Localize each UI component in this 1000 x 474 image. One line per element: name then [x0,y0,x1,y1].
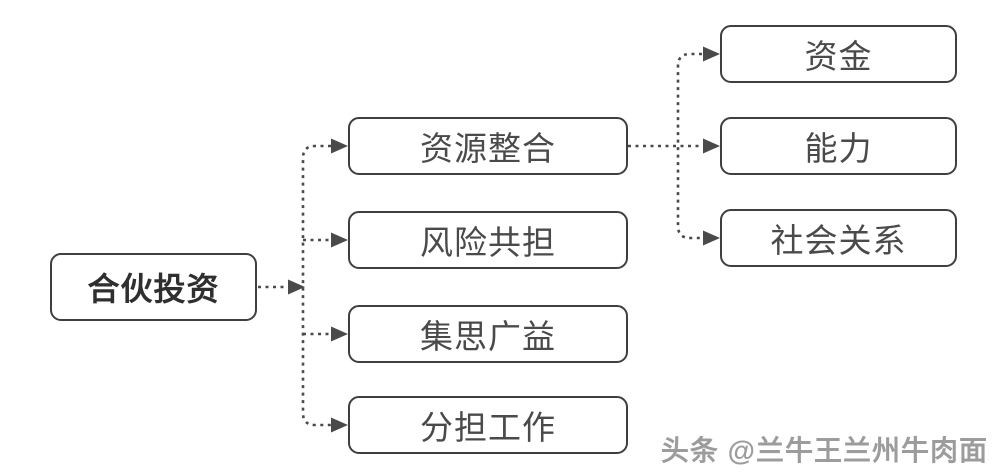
node-capital: 资金 [720,25,957,83]
node-ability: 能力 [720,117,957,175]
node-label: 能力 [804,130,873,167]
node-resource-integration: 资源整合 [348,117,628,175]
node-label: 合伙投资 [87,271,220,307]
node-social-relations: 社会关系 [720,209,957,267]
watermark-text: 头条 @兰牛王兰州牛肉面 [660,435,988,466]
node-label: 资金 [804,38,873,75]
arrowhead-work-sharing [331,417,348,433]
node-label: 资源整合 [420,130,556,167]
node-label: 分担工作 [420,409,556,446]
node-partnership-investment: 合伙投资 [50,253,257,321]
arrowhead-capital [703,46,720,62]
arrowhead-resource-integration [331,138,348,154]
arrowhead-root [288,279,305,295]
edge-right-spine [676,52,702,240]
arrowhead-ability [703,138,720,154]
edge-left-spine [301,144,331,427]
node-label: 社会关系 [770,222,907,259]
node-label: 风险共担 [420,224,556,261]
node-brainstorming: 集思广益 [348,305,628,363]
node-label: 集思广益 [420,318,556,355]
arrowhead-brainstorming [331,326,348,342]
node-work-sharing: 分担工作 [348,396,628,454]
arrowhead-risk-sharing [331,232,348,248]
arrowhead-social-relations [703,230,720,246]
node-risk-sharing: 风险共担 [348,211,628,269]
